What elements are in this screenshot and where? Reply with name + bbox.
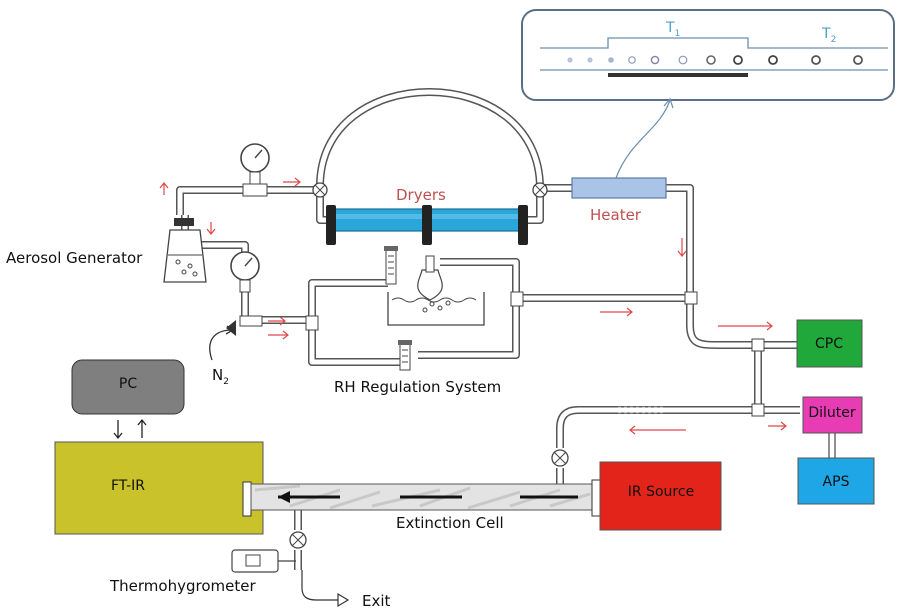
diluter-box: Diluter (802, 396, 863, 434)
aps-box: APS (797, 457, 875, 505)
dryer-tubes (326, 205, 528, 245)
heater-tube (571, 177, 667, 199)
pc-label: PC (119, 376, 137, 392)
n2-arrow (209, 329, 233, 361)
n2-label: N2 (212, 366, 229, 387)
inset-frame (521, 9, 895, 101)
tubing (176, 88, 800, 570)
pc-ftir-link-arrows (113, 418, 147, 440)
inset-callout-line (615, 99, 671, 179)
tee-fitting (751, 403, 765, 417)
ftir-label: FT-IR (111, 478, 145, 494)
pressure-gauge-icon (230, 251, 260, 293)
cpc-label: CPC (815, 336, 843, 352)
cpc-box: CPC (796, 319, 863, 368)
n2-arrowhead (225, 325, 235, 335)
dryers-label: Dryers (396, 186, 446, 204)
n2-inlet-fitting (239, 315, 263, 327)
heater-inset: T1 T2 (521, 9, 895, 101)
inset-tube-upper (540, 37, 888, 49)
ftir-window (242, 481, 252, 517)
aerosol-generator-bottle (163, 218, 207, 283)
exit-arrowhead (337, 592, 350, 608)
exit-line (301, 570, 338, 601)
t2-label: T2 (821, 26, 836, 45)
flow-meter-icon (398, 340, 412, 371)
extinction-cell (250, 483, 597, 511)
exit-label: Exit (362, 592, 391, 610)
inset-particles (567, 55, 863, 65)
thermohygrometer-icon (231, 549, 296, 573)
ir-source-window (591, 479, 601, 517)
diluter-label: Diluter (808, 405, 856, 421)
pressure-gauge-icon (240, 143, 270, 185)
pc-box: PC (71, 359, 185, 415)
aps-label: APS (823, 474, 850, 490)
ir-source-box: IR Source (599, 461, 722, 531)
return-line-dashes-outline (618, 406, 664, 414)
valve-icon (532, 182, 548, 198)
flow-meter-icon (384, 246, 398, 285)
flow-direction-arrows (159, 177, 787, 435)
t1-label: T1 (665, 20, 680, 39)
humidifier-bath (387, 255, 485, 326)
tee-fitting (751, 338, 765, 352)
ftir-box: FT-IR (54, 441, 264, 535)
inset-heater-element (608, 73, 748, 77)
valve-icon (551, 449, 569, 467)
valve-icon (289, 531, 307, 549)
ir-source-label: IR Source (628, 484, 694, 500)
tee-fitting (305, 315, 319, 331)
tee-fitting (242, 183, 268, 197)
heater-label: Heater (590, 206, 642, 224)
extinction-cell-label: Extinction Cell (396, 514, 504, 532)
tee-fitting (510, 291, 524, 307)
inset-callout-arrowhead (663, 97, 674, 109)
valve-icon (312, 182, 328, 198)
diluter-aps-link (828, 433, 836, 458)
tee-fitting (684, 291, 698, 305)
aerosol-generator-label: Aerosol Generator (6, 249, 143, 267)
thermohygrometer-label: Thermohygrometer (109, 577, 256, 595)
rh-regulation-label: RH Regulation System (334, 378, 501, 396)
